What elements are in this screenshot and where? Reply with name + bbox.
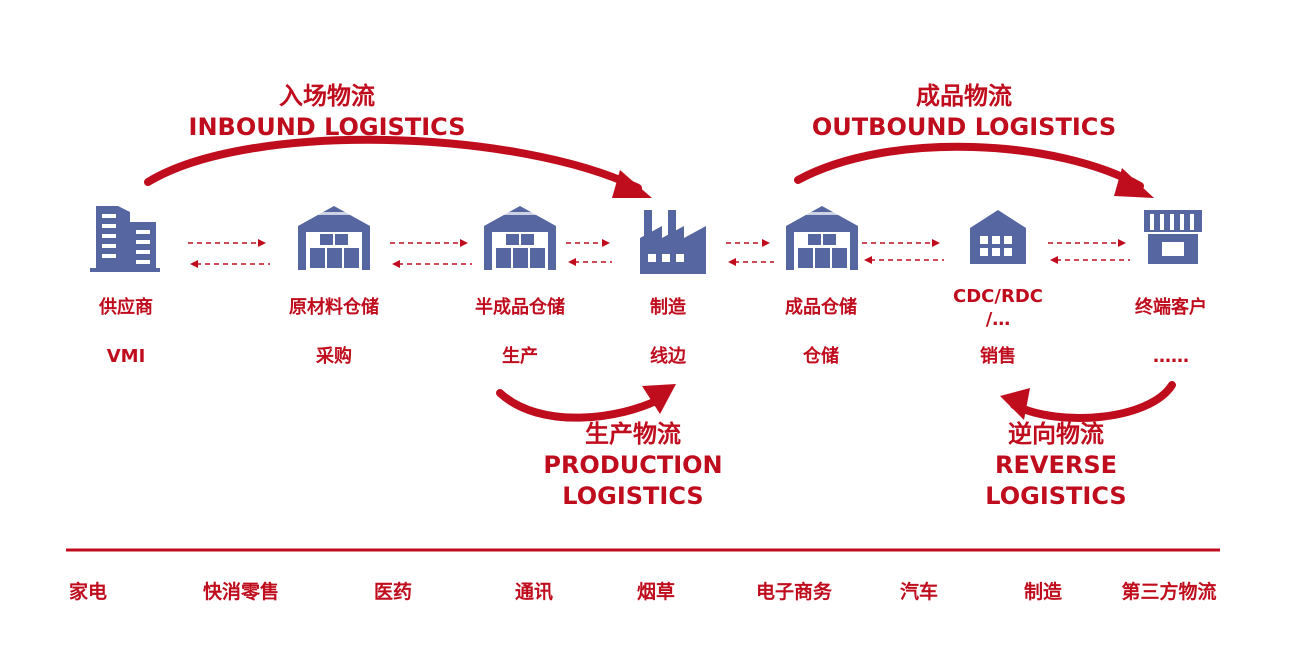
- outbound-title-zh: 成品物流: [916, 82, 1012, 110]
- reverse-title-zh: 逆向物流: [1008, 420, 1104, 448]
- outbound-title-en: OUTBOUND LOGISTICS: [811, 113, 1117, 141]
- production-title-en1: PRODUCTION: [543, 451, 723, 479]
- node-label-semi-storage: 半成品仓储: [475, 297, 565, 318]
- node-label-end-customer: 终端客户: [1135, 297, 1207, 318]
- industry-item: 家电: [68, 581, 108, 603]
- outbound-flow-arrow: [794, 142, 1144, 190]
- industry-item: 烟草: [636, 581, 676, 603]
- dashed-connectors: [188, 239, 1130, 268]
- production-title-en2: LOGISTICS: [562, 482, 704, 510]
- inbound-title-zh: 入场物流: [279, 82, 375, 110]
- production-flow-arrow: [496, 389, 666, 422]
- reverse-flow-arrow: [1010, 381, 1176, 422]
- industry-item: 通讯: [514, 581, 554, 603]
- outbound-flow-arrowhead: [1114, 168, 1154, 198]
- industry-item: 第三方物流: [1121, 581, 1217, 603]
- node-sub-cdc-rdc: 销售: [980, 346, 1016, 367]
- factory-icon: [640, 210, 706, 274]
- inbound-title-en: INBOUND LOGISTICS: [188, 113, 466, 141]
- industry-item: 医药: [373, 581, 413, 603]
- industry-item: 快消零售: [202, 581, 280, 603]
- reverse-title-en1: REVERSE: [994, 451, 1118, 479]
- node-label-cdc-rdc-more: /…: [985, 309, 1011, 330]
- office-building-icon: [90, 206, 160, 272]
- node-label-supplier: 供应商: [99, 297, 153, 318]
- reverse-flow-arrowhead: [1000, 388, 1030, 420]
- node-sub-semi-storage: 生产: [502, 346, 538, 367]
- node-sub-end-customer: ……: [1153, 346, 1189, 367]
- node-label-finished-storage: 成品仓储: [785, 297, 857, 318]
- industry-item: 电子商务: [755, 581, 833, 603]
- reverse-title-en2: LOGISTICS: [985, 482, 1127, 510]
- node-sub-manufacturing: 线边: [650, 346, 686, 367]
- node-sub-raw-storage: 采购: [316, 346, 352, 367]
- production-title-zh: 生产物流: [585, 420, 681, 448]
- node-sub-supplier: VMI: [106, 346, 146, 367]
- warehouse-icon-raw: [298, 206, 370, 270]
- industry-item: 汽车: [899, 581, 939, 603]
- inbound-flow-arrowhead: [612, 170, 652, 198]
- storefront-icon: [1144, 210, 1202, 264]
- node-sub-finished-storage: 仓储: [803, 346, 839, 367]
- node-label-raw-storage: 原材料仓储: [289, 297, 379, 318]
- node-label-cdc-rdc: CDC/RDC: [953, 286, 1043, 307]
- warehouse-icon-semi: [484, 206, 556, 270]
- node-label-manufacturing: 制造: [650, 297, 686, 318]
- industry-item: 制造: [1023, 581, 1063, 603]
- warehouse-icon-finished: [786, 206, 858, 270]
- inbound-flow-arrow: [144, 135, 642, 192]
- production-flow-arrowhead: [642, 384, 676, 414]
- distribution-center-icon: [970, 210, 1026, 264]
